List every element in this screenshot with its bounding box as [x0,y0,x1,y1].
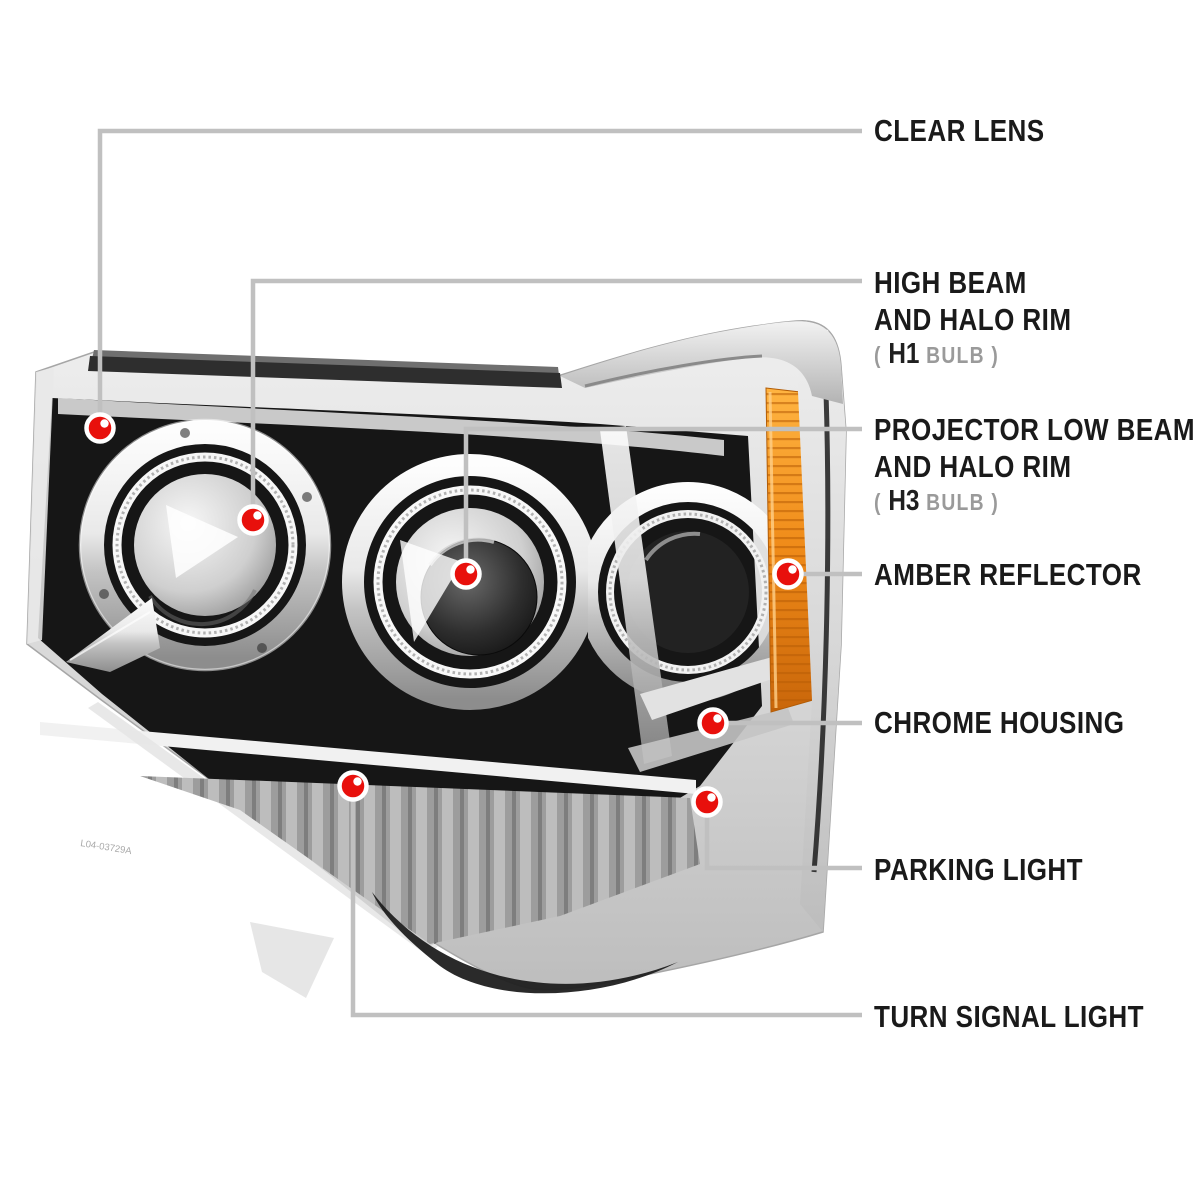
callout-line-turn-signal [350,786,862,1018]
label-line: AND HALO RIM [874,302,1072,337]
callout-line-parking-light [704,802,862,871]
bulb-spec: ( H3 BULB ) [874,485,1195,519]
amber-reflector-strip [765,387,814,713]
callout-label-high-beam: HIGH BEAM AND HALO RIM ( H1 BULB ) [874,264,1071,372]
lower-glint [250,922,334,998]
lens-bottom-edge [88,702,438,956]
bulb-code: H3 [888,485,920,517]
bottom-shadow-crescent [372,892,678,994]
label-line: HIGH BEAM [874,265,1027,300]
lower-chrome-trim [40,722,696,794]
bulb-word: BULB ) [919,489,1000,515]
marker-parking-light [691,786,723,818]
bulb-paren: ( [874,489,889,515]
label-line: TURN SIGNAL LIGHT [874,999,1144,1034]
label-line: PARKING LIGHT [874,852,1083,887]
label-line: AND HALO RIM [874,449,1072,484]
top-trim-dark-band [88,356,562,388]
high-beam-halo-assembly [78,418,332,672]
parking-turn-signal-panel [140,776,700,944]
bulb-paren: ( [874,342,889,368]
callout-lines [97,128,862,1018]
lens-part-number: L04-03729A [80,838,134,857]
bulb-code: H1 [888,338,920,370]
cone-reflector [66,598,160,672]
label-line: CLEAR LENS [874,113,1045,148]
bulb-spec: ( H1 BULB ) [874,338,1071,372]
callout-markers [84,412,804,818]
marker-high-beam [237,504,269,536]
label-line: AMBER REFLECTOR [874,557,1142,592]
marker-clear-lens [84,412,116,444]
callout-line-projector-low-beam [463,426,862,574]
marker-turn-signal [337,770,369,802]
callout-label-turn-signal: TURN SIGNAL LIGHT [874,998,1144,1035]
callout-line-high-beam [250,278,862,520]
housing-groove [811,391,831,873]
top-inner-reflection [58,398,724,456]
callout-label-chrome-housing: CHROME HOUSING [874,704,1124,741]
label-line: PROJECTOR LOW BEAM [874,412,1196,447]
corner-lamp-housing [560,321,846,932]
left-rim-facet [27,367,54,644]
headlight-body: L04-03729A [26,320,847,998]
callout-label-amber-reflector: AMBER REFLECTOR [874,556,1142,593]
marker-amber-reflector [772,558,804,590]
bulb-word: BULB ) [919,342,1000,368]
marker-projector-low-beam [450,558,482,590]
callout-label-parking-light: PARKING LIGHT [874,851,1083,888]
marker-chrome-housing [697,707,729,739]
panel-shading [140,776,700,944]
callout-line-clear-lens [97,128,862,428]
label-line: CHROME HOUSING [874,705,1125,740]
callout-label-projector-low-beam: PROJECTOR LOW BEAM AND HALO RIM ( H3 BUL… [874,411,1195,519]
callout-label-clear-lens: CLEAR LENS [874,112,1045,149]
